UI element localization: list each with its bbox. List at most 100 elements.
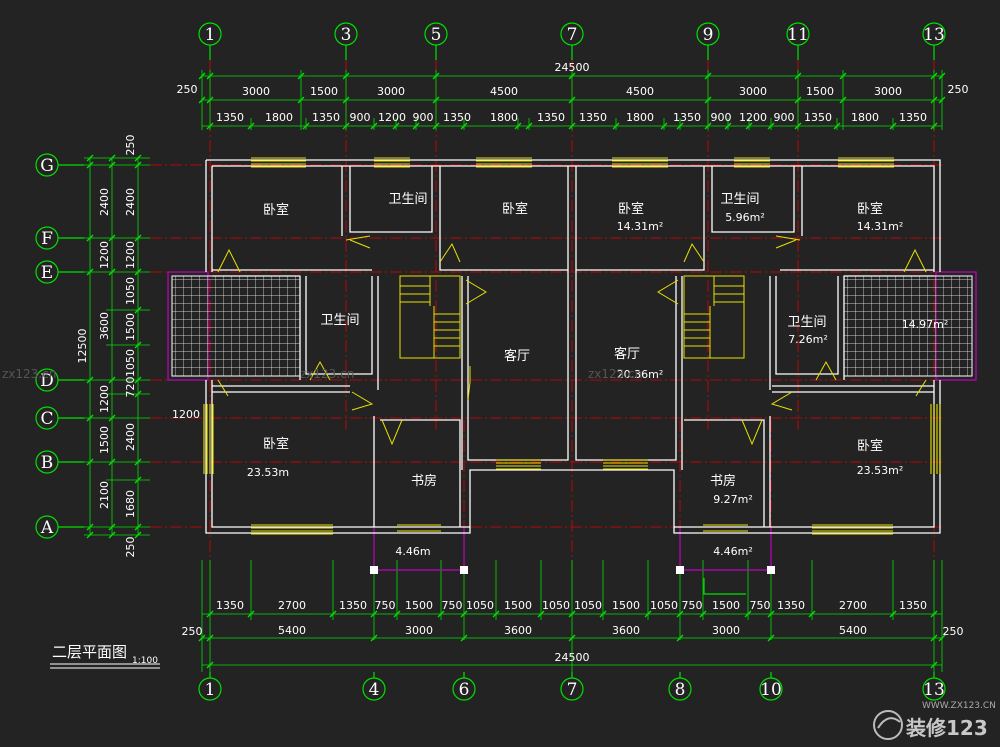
axis-left-G: G xyxy=(40,156,54,176)
dim-left-outer: 1500 xyxy=(98,426,111,454)
dim-left-total: 12500 xyxy=(76,329,89,364)
brand-logo-icon xyxy=(873,710,903,740)
dim-balcony-offset: 1200 xyxy=(172,408,200,421)
dim-top-r2: 1350 xyxy=(216,111,244,124)
dim-bottom-r1: 1050 xyxy=(466,599,494,612)
dim-top-r2: 1350 xyxy=(312,111,340,124)
dim-bottom-r1: 750 xyxy=(750,599,771,612)
axis-left-C: C xyxy=(40,409,53,429)
room-area: 7.26m² xyxy=(788,333,828,346)
room-study-right: 书房 xyxy=(710,473,736,489)
axis-top-5: 5 xyxy=(431,25,442,45)
stairs xyxy=(399,275,745,359)
dim-top-r1: 1500 xyxy=(310,85,338,98)
dim-bottom-r1: 1500 xyxy=(504,599,532,612)
windows xyxy=(203,157,941,535)
axis-bottom-6: 6 xyxy=(459,680,470,700)
dim-bottom-r1: 1050 xyxy=(574,599,602,612)
dim-top-r2: 1800 xyxy=(490,111,518,124)
axis-bottom-8: 8 xyxy=(675,680,686,700)
dim-bottom-r2: 3600 xyxy=(504,624,532,637)
dim-top-r1: 3000 xyxy=(242,85,270,98)
door-swings xyxy=(217,235,927,446)
dim-bottom-r1: 1500 xyxy=(712,599,740,612)
room-area: 23.53m² xyxy=(857,464,904,477)
right-terrace xyxy=(843,271,977,381)
room-area: 14.97m² xyxy=(902,318,949,331)
dimension-ticks xyxy=(86,72,946,669)
drawing-scale: 1:100 xyxy=(132,656,158,666)
room-area: 9.27m² xyxy=(713,493,753,506)
watermark-site: WWW.ZX123.CN xyxy=(922,701,996,711)
dim-top-r2: 1200 xyxy=(739,111,767,124)
dim-bottom-r2: 3000 xyxy=(405,624,433,637)
axis-bottom-4: 4 xyxy=(369,680,380,700)
dim-bottom-r2: 250 xyxy=(943,625,964,638)
room-bedroom-ne: 卧室 xyxy=(857,201,883,217)
axis-left-F: F xyxy=(41,229,53,249)
dim-left-inner: 1200 xyxy=(124,241,137,269)
room-bedroom-top-mid: 卧室 xyxy=(502,201,528,217)
dim-top-r1: 3000 xyxy=(739,85,767,98)
dim-bottom-r1: 1050 xyxy=(542,599,570,612)
room-area: 23.53m xyxy=(247,466,289,479)
dim-bottom-r1: 2700 xyxy=(839,599,867,612)
axis-left-B: B xyxy=(41,453,54,473)
dim-bottom-r1: 1350 xyxy=(339,599,367,612)
axis-top-1: 1 xyxy=(205,25,216,45)
dim-top-r2: 900 xyxy=(711,111,732,124)
dim-top-r2: 1350 xyxy=(804,111,832,124)
room-living-right: 客厅 xyxy=(614,346,640,362)
axis-bottom-13: 13 xyxy=(923,680,945,700)
dim-top-r2: 1800 xyxy=(265,111,293,124)
dim-bottom-r2: 3600 xyxy=(612,624,640,637)
room-area: 20.36m² xyxy=(617,368,664,381)
dim-top-total: 24500 xyxy=(555,61,590,74)
dim-top-r2: 1350 xyxy=(673,111,701,124)
dim-top-r1: 250 xyxy=(948,83,969,96)
dim-left-outer: 2400 xyxy=(98,188,111,216)
axis-bubbles xyxy=(35,22,946,701)
dim-left-outer: 1200 xyxy=(98,241,111,269)
room-living-left: 客厅 xyxy=(504,348,530,364)
dim-top-r2: 900 xyxy=(774,111,795,124)
south-balconies xyxy=(373,527,772,571)
dim-bottom-r1: 750 xyxy=(442,599,463,612)
dim-top-r1: 250 xyxy=(177,83,198,96)
dim-left-outer: 3600 xyxy=(98,312,111,340)
room-study-left: 书房 xyxy=(411,473,437,489)
dim-left-outer: 1200 xyxy=(98,385,111,413)
room-area: 14.31m² xyxy=(617,220,664,233)
dim-bottom-r1: 1500 xyxy=(612,599,640,612)
dim-left-inner: 2400 xyxy=(124,188,137,216)
dim-bottom-r2: 5400 xyxy=(278,624,306,637)
room-bath-top-right: 卫生间 xyxy=(720,192,759,207)
dim-top-r2: 1200 xyxy=(378,111,406,124)
dim-top-r2: 1350 xyxy=(579,111,607,124)
watermark-text: zx123.cn xyxy=(300,367,354,381)
axis-left-D: D xyxy=(40,371,54,391)
dim-top-r1: 1500 xyxy=(806,85,834,98)
dim-left-inner: 1500 xyxy=(124,313,137,341)
watermark-text: zx123.cn xyxy=(2,367,56,381)
room-bath-left: 卫生间 xyxy=(320,313,359,328)
dim-left-inner: 250 xyxy=(124,537,137,558)
dim-top-r2: 1800 xyxy=(626,111,654,124)
room-area: 5.96m² xyxy=(725,211,765,224)
room-bedroom-se: 卧室 xyxy=(857,438,883,454)
axis-left-E: E xyxy=(41,263,53,283)
dim-left-inner: 720 xyxy=(124,377,137,398)
room-bedroom-sw: 卧室 xyxy=(263,436,289,452)
dim-top-r2: 1800 xyxy=(851,111,879,124)
dim-left-outer: 2100 xyxy=(98,481,111,509)
axis-left-A: A xyxy=(40,518,54,538)
drawing-title: 二层平面图 xyxy=(52,643,127,661)
room-bedroom-nw: 卧室 xyxy=(263,202,289,218)
section-marker xyxy=(703,578,746,595)
dim-top-r2: 900 xyxy=(350,111,371,124)
dim-bottom-r1: 2700 xyxy=(278,599,306,612)
axis-bottom-7: 7 xyxy=(567,680,578,700)
dim-top-r1: 4500 xyxy=(626,85,654,98)
dim-bottom-r1: 1350 xyxy=(899,599,927,612)
